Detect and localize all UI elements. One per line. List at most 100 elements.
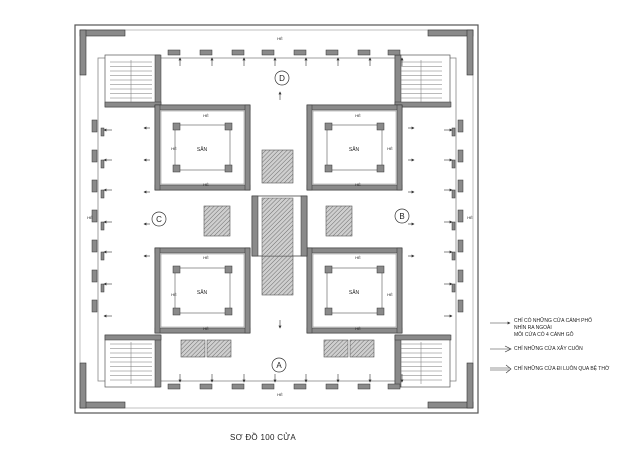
court: SÂN [154, 247, 251, 334]
wall-segment [91, 299, 98, 313]
wall-segment [293, 49, 307, 56]
he-label: HÈ [387, 292, 393, 297]
court-pillar [172, 307, 181, 316]
wall-segment [293, 383, 307, 390]
section-marker-left: C [151, 211, 167, 227]
court-pillar [224, 265, 233, 274]
wall-segment [387, 49, 401, 56]
court-wall [154, 247, 161, 334]
wall-segment [451, 251, 456, 261]
wall-segment [325, 49, 339, 56]
court-wall [306, 247, 313, 334]
wall-segment [357, 383, 371, 390]
court-pillar [224, 122, 233, 131]
court-pillar [172, 164, 181, 173]
court-pillar [376, 164, 385, 173]
wall-segment [100, 189, 105, 199]
court-pillar [376, 122, 385, 131]
wall-segment [387, 383, 401, 390]
court: SÂN [306, 247, 403, 334]
court-pillar [324, 307, 333, 316]
wall-segment [231, 383, 245, 390]
legend-item-1-line1: CHỈ CÓ NHỮNG CỬA CÁNH PHỐ [514, 318, 592, 324]
wall-segment [325, 383, 339, 390]
legend-item-1: CHỈ CÓ NHỮNG CỬA CÁNH PHỐ NHÌN RA NGOÀI … [514, 318, 624, 339]
court-wall [244, 104, 251, 191]
diagram-caption: SƠ ĐỒ 100 CỬA [230, 433, 297, 442]
wall-segment [167, 49, 181, 56]
wall-segment [457, 239, 464, 253]
he-label: HÈ [203, 255, 209, 260]
court-wall [306, 104, 313, 191]
court-wall [306, 104, 403, 111]
court-pillar [324, 265, 333, 274]
stair-rooms [104, 54, 451, 388]
wall-segment [451, 189, 456, 199]
he-label: HÈ [171, 292, 177, 297]
wall-segment [261, 49, 275, 56]
central-corridor [251, 195, 308, 257]
he-label: HÈ [467, 215, 473, 220]
door-arrows [103, 57, 453, 383]
court-pillar [324, 164, 333, 173]
court-wall [154, 104, 161, 191]
court: SÂN [306, 104, 403, 191]
court-inner [312, 110, 397, 185]
court-yard-label: SÂN [197, 289, 208, 296]
section-label-bottom: A [276, 361, 282, 370]
wall-segment [100, 159, 105, 169]
wall-segment [457, 299, 464, 313]
court-yard [326, 267, 383, 314]
legend-item-2: CHỈ NHỮNG CỬA XÂY CUỐN [514, 346, 583, 352]
wall-segment [451, 221, 456, 231]
perimeter-walls [91, 49, 464, 390]
wall-segment [100, 127, 105, 137]
section-marker-bottom: A [271, 357, 287, 373]
wall-segment [357, 49, 371, 56]
he-label: HÈ [203, 113, 209, 118]
court-wall [154, 104, 251, 111]
wall-segment [100, 221, 105, 231]
legend-item-1-line2: NHÌN RA NGOÀI [514, 325, 552, 331]
wall-segment [91, 149, 98, 163]
outer-boundary-inner [79, 29, 474, 409]
court-yard [174, 267, 231, 314]
wall-segment [451, 283, 456, 293]
wall-segment [451, 127, 456, 137]
court-pillar [224, 307, 233, 316]
he-label: HÈ [171, 146, 177, 151]
he-label: HÈ [355, 182, 361, 187]
he-label: HÈ [355, 113, 361, 118]
gallery-wall-inner [97, 57, 457, 382]
hatched-blocks [180, 149, 375, 358]
wall-segment [261, 383, 275, 390]
corner-walls [79, 29, 474, 409]
section-label-top: D [279, 74, 285, 83]
he-label: HÈ [277, 36, 283, 41]
wall-segment [457, 269, 464, 283]
court-wall [154, 247, 251, 254]
wall-segment [91, 179, 98, 193]
court-inner [160, 253, 245, 328]
section-label-right: B [399, 212, 404, 221]
section-marker-right: B [394, 208, 410, 224]
wall-segment [457, 209, 464, 223]
wall-segment [167, 383, 181, 390]
wall-segment [91, 269, 98, 283]
court-inner [160, 110, 245, 185]
wall-segment [91, 239, 98, 253]
he-label: HÈ [355, 255, 361, 260]
he-label: HÈ [355, 326, 361, 331]
wall-segment [199, 49, 213, 56]
he-label: HÈ [277, 392, 283, 397]
wall-segment [231, 49, 245, 56]
legend-item-1-line3: MỖI CỬA CÓ 4 CÁNH GỖ [514, 332, 574, 338]
stair-walls [104, 54, 452, 388]
wall-segment [457, 119, 464, 133]
wall-segment [451, 159, 456, 169]
court: SÂN [154, 104, 251, 191]
court-wall [396, 104, 403, 191]
wall-segment [457, 149, 464, 163]
